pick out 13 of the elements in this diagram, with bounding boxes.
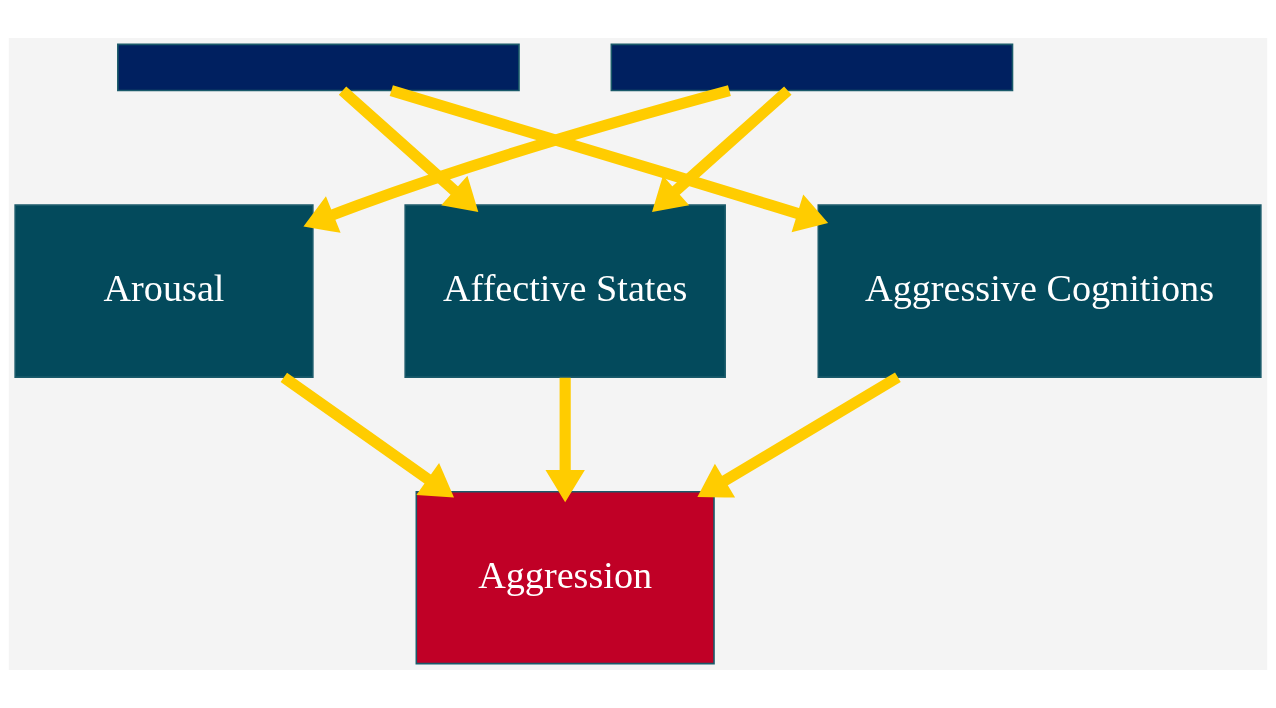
arrow	[338, 86, 479, 212]
node-box	[610, 43, 1014, 92]
arrow	[697, 372, 901, 498]
node-box: Arousal	[14, 204, 314, 378]
node-box: Affective States	[404, 204, 726, 378]
node-box: Aggression	[415, 490, 715, 665]
arrow	[545, 377, 585, 503]
arrow	[303, 85, 731, 233]
node-box: Aggressive Cognitions	[817, 204, 1262, 378]
node-box	[117, 43, 520, 92]
arrow	[280, 372, 454, 498]
arrow	[389, 85, 829, 233]
arrow	[652, 86, 792, 212]
